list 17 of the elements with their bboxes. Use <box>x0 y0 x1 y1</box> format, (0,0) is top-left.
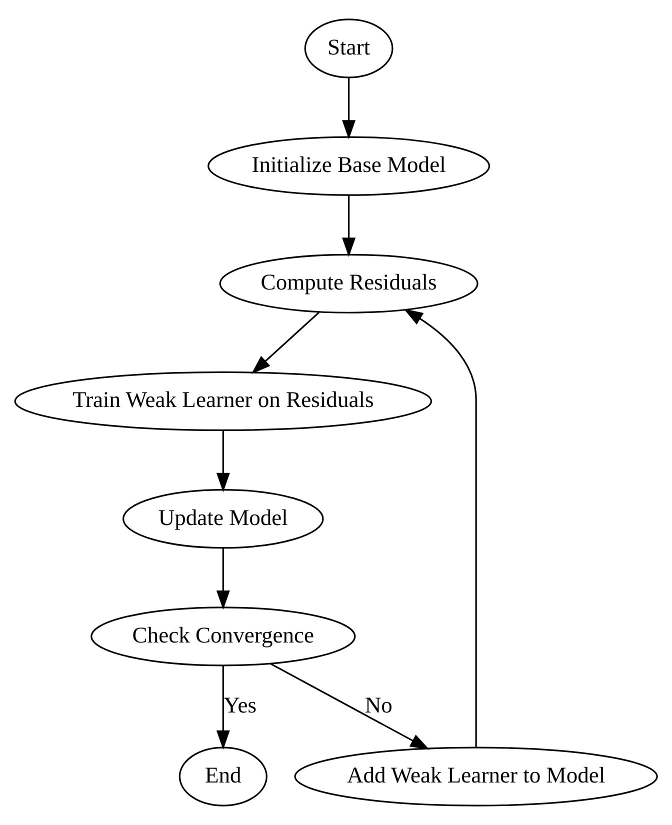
arrow <box>270 663 430 750</box>
node-ellipse: End <box>178 746 268 806</box>
arrow <box>404 308 477 748</box>
arrow <box>216 430 230 492</box>
arrow <box>216 548 230 610</box>
node-ellipse: Update Model <box>122 489 324 549</box>
edge-label: No <box>364 692 392 718</box>
node-ellipse: Start <box>304 18 394 78</box>
node-ellipse: Compute Residuals <box>219 254 478 314</box>
arrow <box>342 78 356 140</box>
node-ellipse: Train Weak Learner on Residuals <box>14 371 432 432</box>
arrow <box>251 312 320 374</box>
arrow <box>342 195 356 258</box>
arrow <box>216 666 230 750</box>
node-ellipse: Add Weak Learner to Model <box>294 746 658 806</box>
node-ellipse: Initialize Base Model <box>208 136 490 196</box>
node-ellipse: Check Convergence <box>90 606 356 666</box>
